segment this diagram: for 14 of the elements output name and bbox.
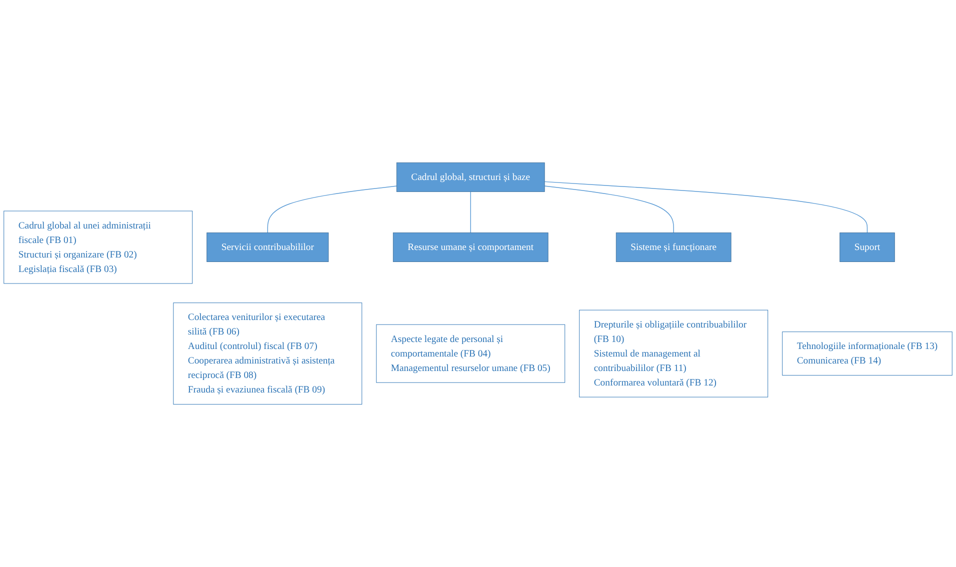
node-box: Tehnologiile informaționale (FB 13) Comunicarea (FB 14) [782,332,952,376]
node-box: Sisteme și funcționare [616,232,732,262]
connector [470,191,471,234]
connector [267,186,398,234]
node-box: Aspecte legate de personal și comportamentale (FB 04) Managementul resurselor umane (FB 05) [376,324,566,383]
node-box: Colectarea veniturilor și executarea silită (FB 06) Auditul (controlul) fiscal (FB 07) Cooperarea administrativă și asistența reciprocă (FB 08) Frauda și evaziunea fiscală (FB 09) [173,302,362,405]
node-box: Resurse umane și comportament [392,232,548,262]
node-box: Servicii contribuabililor [206,232,329,262]
connector [544,181,868,234]
node-box: Cadrul global, structuri și baze [396,162,545,192]
node-box: Suport [840,232,895,262]
node-box: Cadrul global al unei administrații fiscale (FB 01) Structuri și organizare (FB 02) Legislația fiscală (FB 03) [4,210,193,284]
connector [544,186,674,234]
node-box: Drepturile și obligațiile contribuabililor (FB 10) Sistemul de management al contribuabililor (FB 11) Conformarea voluntară (FB 12) [579,310,768,398]
